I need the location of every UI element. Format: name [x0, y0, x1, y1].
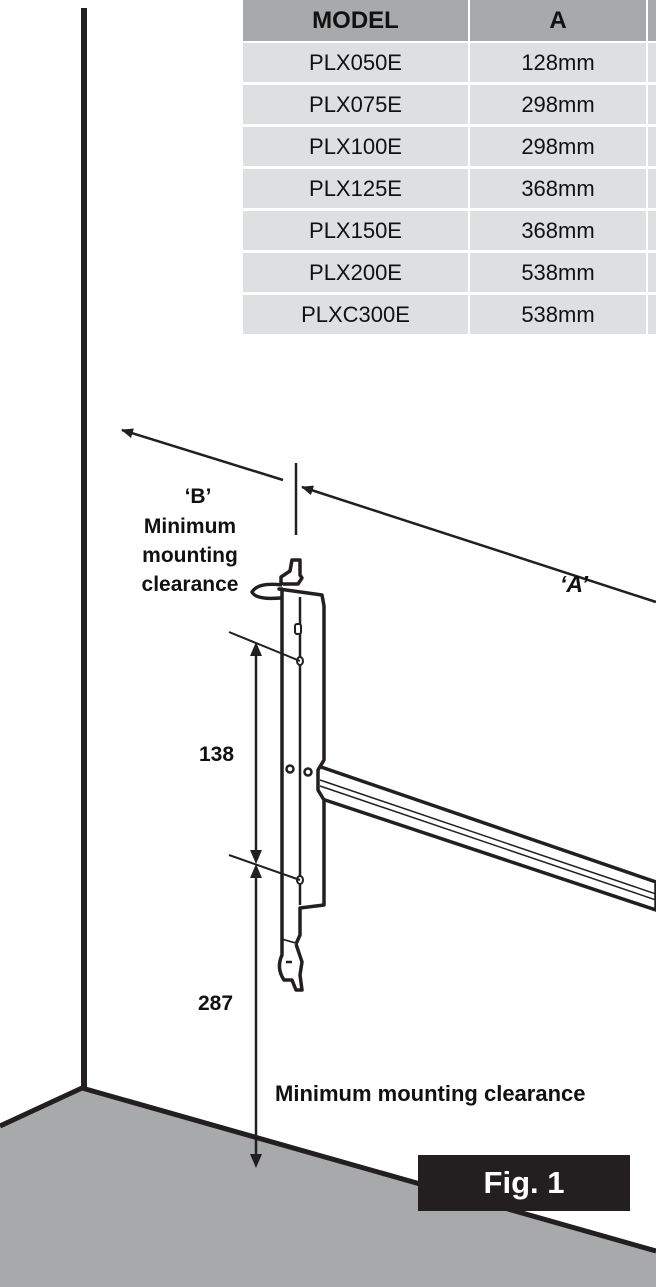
dimension-a-arrow — [301, 485, 656, 604]
cell-a: 368mm — [469, 209, 648, 253]
cell-a: 298mm — [469, 125, 648, 169]
cell-model: PLX200E — [243, 251, 470, 295]
dimension-138-label: 138 — [199, 743, 235, 766]
cell-model: PLX075E — [243, 83, 470, 127]
dimension-287-bottom-arrow — [250, 1154, 262, 1168]
side-clearance-line-1: Minimum — [143, 515, 237, 538]
table-row: PLXC300E 538mm — [243, 293, 656, 337]
a-dimension-label: ‘A’ — [560, 571, 589, 597]
table-header-row: MODEL A — [243, 0, 656, 43]
cell-a: 128mm — [469, 42, 648, 85]
table-row: PLX200E 538mm — [243, 251, 656, 295]
cell-b — [647, 83, 656, 127]
header-model: MODEL — [243, 0, 470, 43]
cell-b — [647, 209, 656, 253]
upper-hole-leader — [228, 631, 301, 662]
cell-a: 298mm — [469, 83, 648, 127]
side-clearance-line-3: clearance — [141, 573, 239, 596]
lower-hole-leader — [228, 854, 301, 881]
header-a: A — [469, 0, 648, 43]
cell-b — [647, 251, 656, 295]
header-b — [647, 0, 656, 43]
table-row: PLX075E 298mm — [243, 83, 656, 127]
cell-model: PLXC300E — [243, 293, 470, 337]
heater-rail — [287, 753, 656, 912]
dimension-138-top-arrow — [250, 642, 262, 656]
cell-model: PLX100E — [243, 125, 470, 169]
cell-b — [647, 42, 656, 85]
side-clearance-line-2: mounting — [142, 544, 238, 567]
cell-a: 538mm — [469, 251, 648, 295]
table-row: PLX050E 128mm — [243, 42, 656, 85]
table-row: PLX100E 298mm — [243, 125, 656, 169]
cell-model: PLX050E — [243, 42, 470, 85]
figure-caption-text: Fig. 1 — [483, 1165, 565, 1200]
model-dimensions-table: MODEL A PLX050E 128mm PLX075E 298mm PLX1… — [243, 0, 656, 337]
b-dimension-label: ‘B’ — [184, 485, 212, 508]
cell-model: PLX150E — [243, 209, 470, 253]
cell-b — [647, 293, 656, 337]
wall-bracket — [250, 558, 326, 992]
bottom-clearance-label: Minimum mounting clearance — [275, 1081, 586, 1106]
clearance-b-arrow — [121, 428, 284, 482]
cell-a: 368mm — [469, 167, 648, 211]
side-clearance-label: Minimum mounting clearance — [120, 512, 260, 599]
cell-b — [647, 125, 656, 169]
table-row: PLX150E 368mm — [243, 209, 656, 253]
floor — [0, 1088, 656, 1287]
table-row: PLX125E 368mm — [243, 167, 656, 211]
dimension-287-label: 287 — [198, 992, 234, 1015]
cell-a: 538mm — [469, 293, 648, 337]
cell-b — [647, 167, 656, 211]
figure-caption: Fig. 1 — [418, 1155, 630, 1211]
cell-model: PLX125E — [243, 167, 470, 211]
dimension-138-bottom-arrow — [250, 850, 262, 864]
dimension-287-top-arrow — [250, 864, 262, 878]
